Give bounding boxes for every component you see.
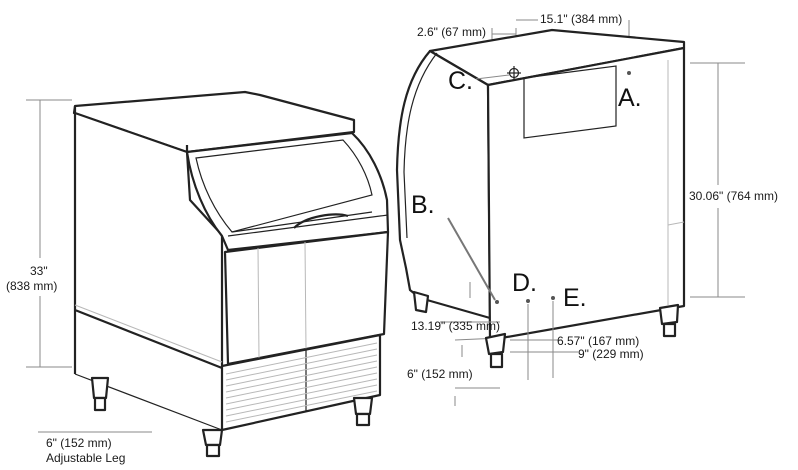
front-panel [223, 230, 390, 366]
rear-unit: 2.6" (67 mm) 15.1" (384 mm) 30.06" (764 … [395, 12, 778, 406]
callout-c: C. [448, 67, 473, 95]
rear-vent-panel [523, 65, 617, 139]
rear-legs [412, 290, 680, 369]
dim-30-06: 30.06" (764 mm) [689, 189, 778, 203]
callout-e: E. [563, 284, 587, 312]
front-leg-desc: Adjustable Leg [46, 451, 125, 465]
callout-b: B. [411, 191, 435, 219]
dim-15-1: 15.1" (384 mm) [540, 12, 622, 26]
connection-point-d [526, 299, 530, 380]
front-legs [90, 376, 374, 458]
dim-6: 6" (152 mm) [407, 367, 473, 381]
front-unit: 33" (838 mm) [6, 90, 390, 465]
connection-point-b [447, 217, 499, 304]
front-grille [220, 333, 382, 432]
dim-6-57: 6.57" (167 mm) [557, 334, 639, 348]
rear-left-side [395, 49, 492, 320]
connection-point-c [475, 66, 521, 80]
dim-13-19: 13.19" (335 mm) [411, 319, 500, 333]
front-door-handle [293, 213, 349, 229]
front-leg-label: 6" (152 mm) [46, 436, 112, 450]
rear-back-panel [486, 46, 686, 342]
rear-height-dimension [690, 62, 745, 298]
front-height-dimension [26, 99, 72, 368]
dim-2-6: 2.6" (67 mm) [417, 25, 486, 39]
front-height-label-in: 33" [30, 264, 48, 278]
connection-point-a [627, 71, 631, 75]
callout-a: A. [618, 84, 642, 112]
dim-9: 9" (229 mm) [578, 347, 644, 361]
callout-d: D. [512, 269, 537, 297]
front-height-label-mm: (838 mm) [6, 279, 57, 293]
